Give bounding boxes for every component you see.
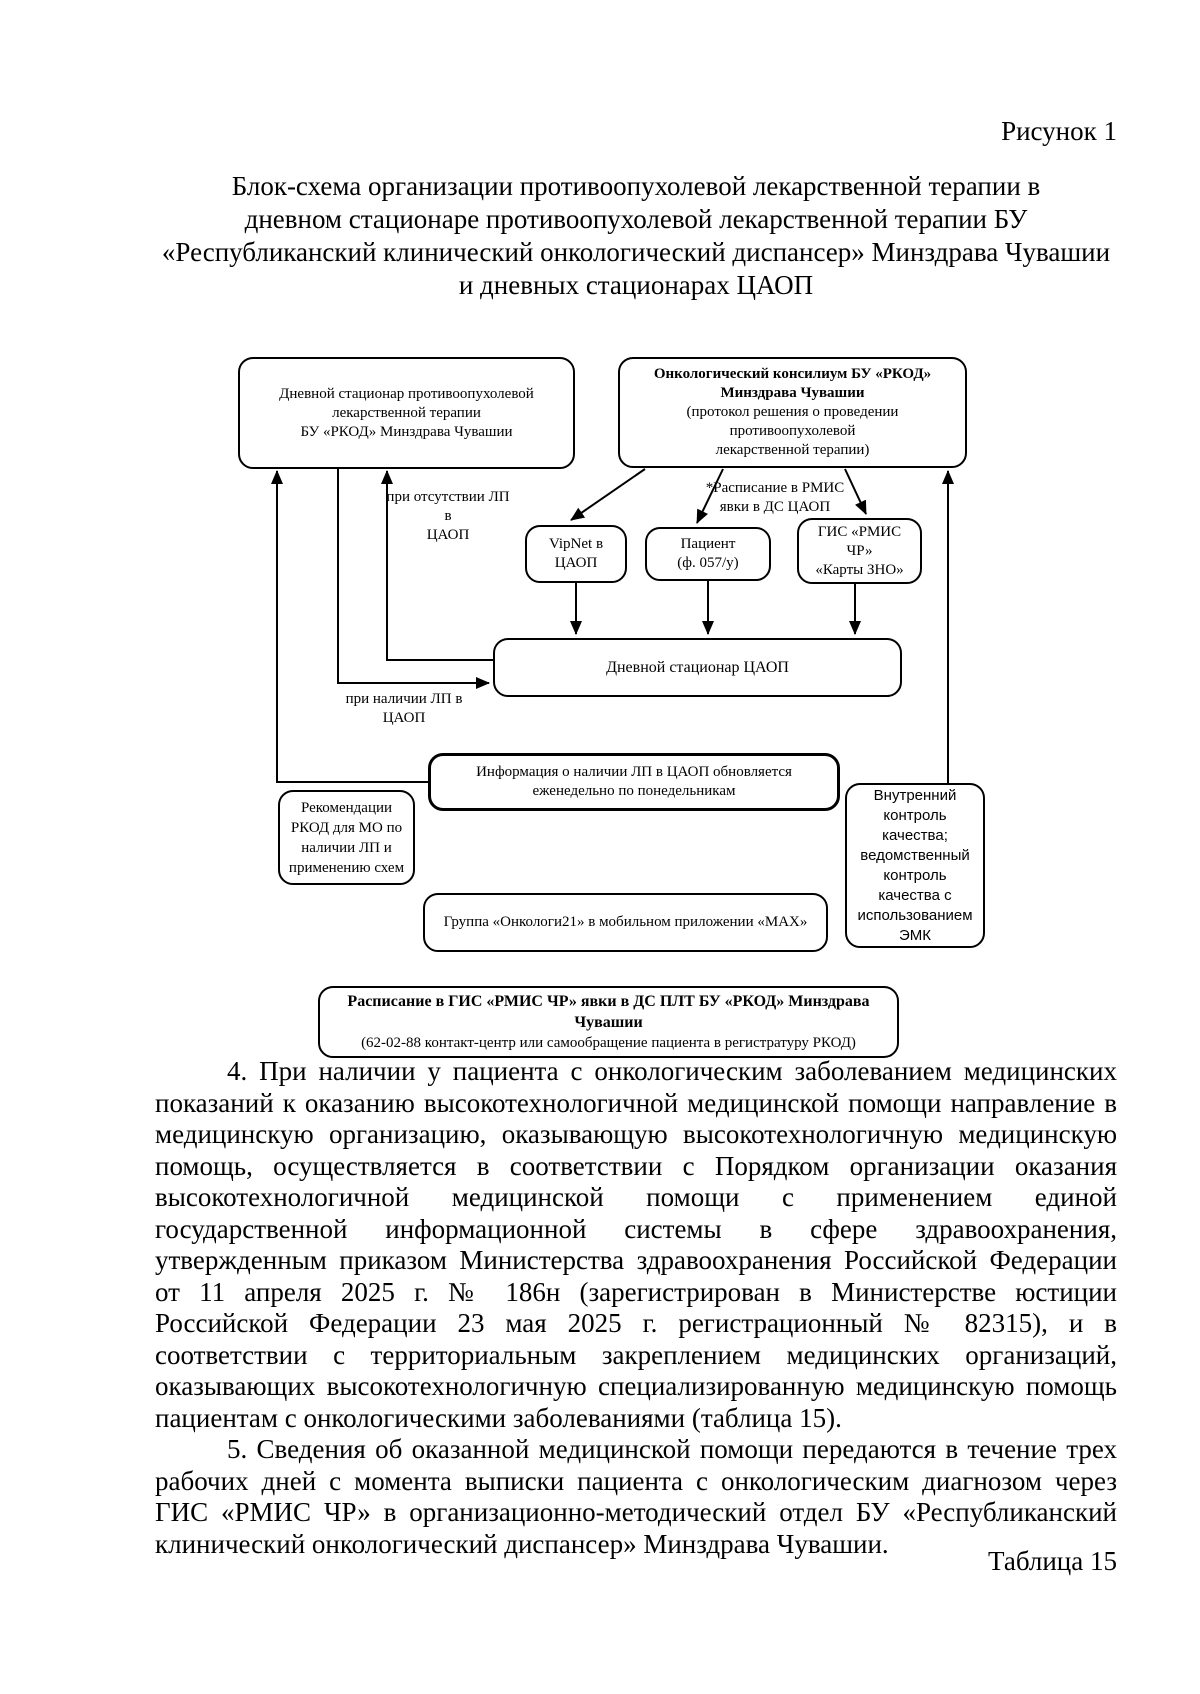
label-rmis-schedule: *Расписание в РМИС явки в ДС ЦАОП <box>705 480 845 515</box>
label-has-lp-caop: при наличии ЛП в ЦАОП <box>345 691 463 726</box>
label-no-lp-caop: при отсутствии ЛП в ЦАОП <box>386 489 510 543</box>
box-info: Информация о наличии ЛП в ЦАОП обновляет… <box>428 753 840 811</box>
box-quality-control: Внутренний контроль качества; ведомствен… <box>845 783 985 948</box>
title-line: «Республиканский клинический онкологичес… <box>161 237 1111 267</box>
table-label: Таблица 15 <box>988 1546 1117 1576</box>
figure-label: Рисунок 1 <box>1001 116 1117 146</box>
title-line: Блок-схема организации противоопухолевой… <box>231 171 1041 201</box>
box-consilium: Онкологический консилиум БУ «РКОД» Минзд… <box>618 357 967 468</box>
box-schedule: Расписание в ГИС «РМИС ЧР» явки в ДС ПЛТ… <box>318 986 899 1058</box>
box-group-max: Группа «Онкологи21» в мобильном приложен… <box>423 893 828 952</box>
box-gis: ГИС «РМИС ЧР» «Карты ЗНО» <box>797 518 922 584</box>
title-line: дневном стационаре противоопухолевой лек… <box>244 204 1028 234</box>
box-patient: Пациент (ф. 057/у) <box>645 527 771 581</box>
connector-consilium-to-vipnet <box>570 468 646 521</box>
paragraph-4: 4. При наличии у пациента с онкологическ… <box>155 1056 1117 1433</box>
document-title: Блок-схема организации противоопухолевой… <box>155 170 1117 302</box>
box-ds-caop: Дневной стационар ЦАОП <box>493 638 902 697</box>
body-text: 4. При наличии у пациента с онкологическ… <box>155 1056 1117 1560</box>
title-line: и дневных стационарах ЦАОП <box>458 270 814 300</box>
paragraph-5: 5. Сведения об оказанной медицинской пом… <box>155 1434 1117 1559</box>
box-ds-plt: Дневной стационар противоопухолевой лека… <box>238 357 575 469</box>
box-vipnet: VipNet в ЦАОП <box>525 525 627 583</box>
box-recommendations: Рекомендации РКОД для МО по наличии ЛП и… <box>278 790 415 885</box>
